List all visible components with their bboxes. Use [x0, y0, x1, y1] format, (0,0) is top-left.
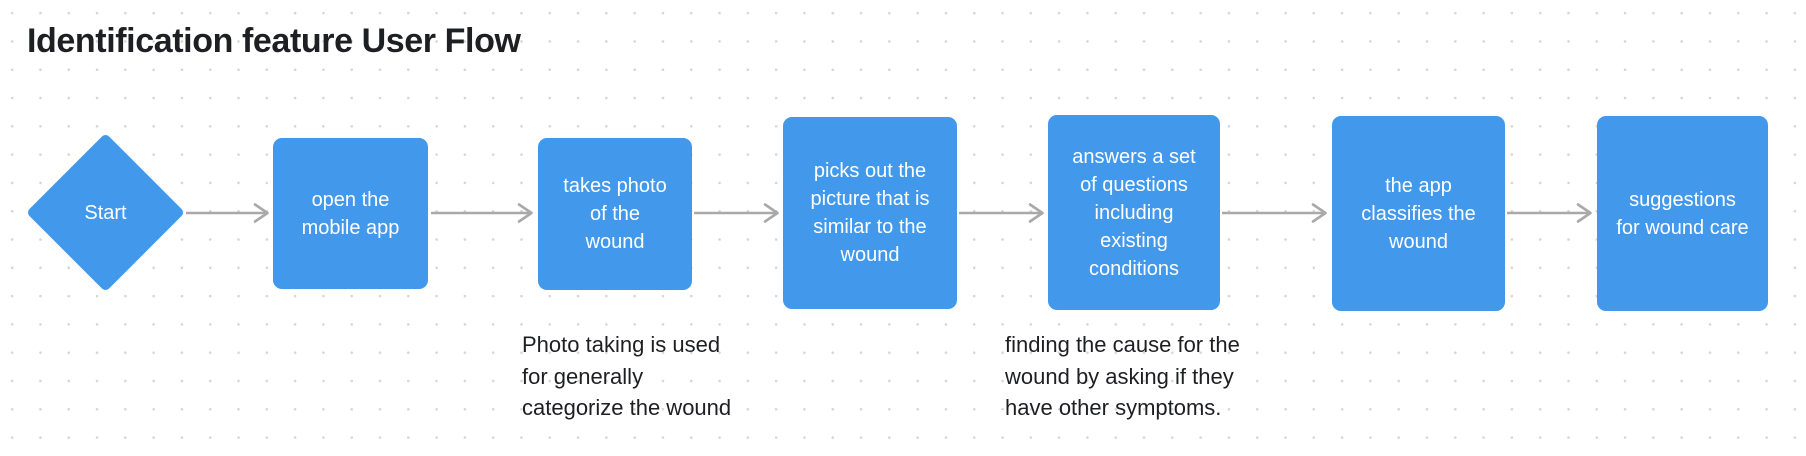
node-label: open the mobile app: [301, 188, 400, 239]
arrow-head-icon: [1311, 203, 1327, 223]
flow-node-pick-picture[interactable]: picks out the picture that is similar to…: [783, 117, 957, 309]
node-label: suggestions for wound care: [1616, 188, 1749, 239]
arrow-head-icon: [253, 203, 269, 223]
node-label: the app classifies the wound: [1361, 174, 1476, 253]
flow-node-take-photo[interactable]: takes photo of the wound: [538, 138, 692, 290]
flow-node-answer-questions[interactable]: answers a set of questions including exi…: [1048, 115, 1220, 310]
flow-node-start[interactable]: Start: [25, 132, 186, 293]
arrow-head-icon: [763, 203, 779, 223]
flow-arrow-3[interactable]: [694, 201, 780, 225]
node-label: takes photo of the wound: [563, 175, 667, 253]
flow-node-care-suggestions[interactable]: suggestions for wound care: [1597, 116, 1768, 311]
node-label: answers a set of questions including exi…: [1072, 145, 1196, 280]
arrow-head-icon: [517, 203, 533, 223]
arrow-head-icon: [1576, 203, 1592, 223]
arrow-head-icon: [1028, 203, 1044, 223]
flow-arrow-4[interactable]: [959, 201, 1045, 225]
flow-arrow-2[interactable]: [431, 201, 534, 225]
flow-node-open-app[interactable]: open the mobile app: [273, 138, 428, 289]
diamond-shape: [28, 135, 183, 290]
flow-arrow-1[interactable]: [186, 201, 270, 225]
page-title: Identification feature User Flow: [27, 22, 521, 60]
flow-arrow-5[interactable]: [1222, 201, 1328, 225]
flow-arrow-6[interactable]: [1507, 201, 1593, 225]
annotation-photo-taking[interactable]: Photo taking is used for generally categ…: [522, 332, 732, 420]
node-label: Start: [84, 201, 127, 224]
node-label: picks out the picture that is similar to…: [810, 160, 930, 266]
annotation-finding-cause[interactable]: finding the cause for the wound by askin…: [1005, 332, 1240, 420]
flow-node-classify-wound[interactable]: the app classifies the wound: [1332, 116, 1505, 311]
